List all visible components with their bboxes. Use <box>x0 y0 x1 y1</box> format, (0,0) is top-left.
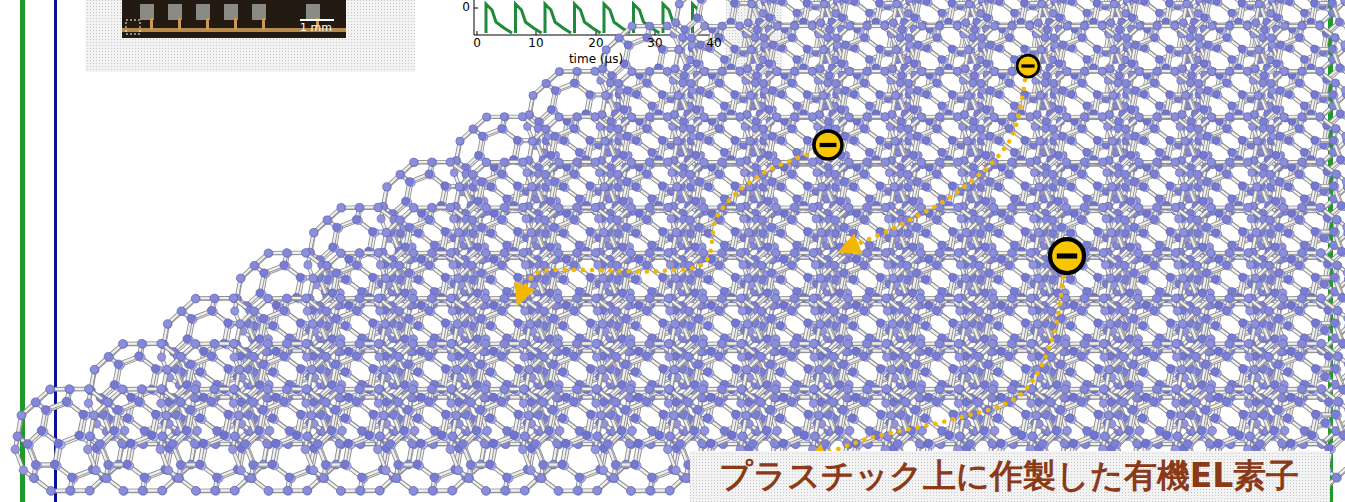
electron-path <box>815 277 1063 458</box>
axis-tick: 10 <box>528 37 543 50</box>
scale-label: 1 mm <box>300 22 332 34</box>
fullerene <box>1246 249 1345 356</box>
electron-path <box>521 152 815 296</box>
axis-tick: 40 <box>706 37 721 50</box>
fullerene <box>1246 203 1345 308</box>
axis-title: time (μs) <box>569 53 623 66</box>
caption-band <box>690 451 1330 502</box>
axis-tick: 0 <box>473 37 481 50</box>
axis-tick: 0 <box>462 1 470 14</box>
fullerene <box>1247 158 1345 262</box>
axis-tick: 20 <box>588 37 603 50</box>
electron <box>1017 55 1039 77</box>
photo-caption: プラスチック上に作製した有機EL素子 <box>719 458 1300 494</box>
electron <box>814 131 842 159</box>
electron-path <box>848 80 1025 248</box>
axis-tick: 30 <box>647 37 662 50</box>
electron <box>1050 239 1084 273</box>
device-photo <box>122 0 346 38</box>
frame-line <box>54 0 57 502</box>
